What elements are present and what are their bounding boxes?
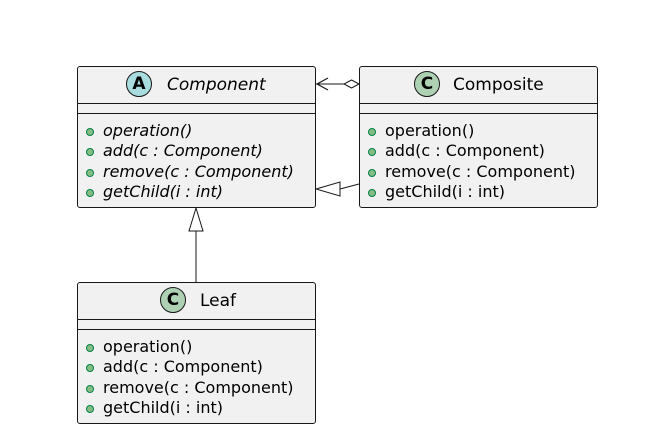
generalization-line-composite [339,183,360,190]
method-separator [78,113,315,114]
generalization-arrow-leaf [188,206,204,232]
public-visibility-icon [368,168,376,177]
attribute-separator [78,103,315,104]
public-visibility-icon [368,188,376,197]
method-item: remove(c : Component) [84,378,294,398]
public-visibility-icon [368,148,376,157]
component-method-list: operation() add(c : Component) remove(c … [84,121,294,202]
method-item: add(c : Component) [366,141,576,161]
aggregation-diamond [342,79,361,89]
leaf-class-header: C Leaf [78,283,315,319]
leaf-class-name: Leaf [200,291,237,311]
method-item: getChild(i : int) [84,182,294,202]
generalization-arrow-composite [314,181,341,197]
public-visibility-icon [86,128,94,136]
composite-method-list: operation() add(c : Component) remove(c … [366,121,576,202]
method-item: getChild(i : int) [366,182,576,202]
method-item: add(c : Component) [84,141,294,161]
attribute-separator [78,319,315,320]
attribute-separator [360,103,597,104]
class-badge-icon: C [160,287,186,313]
composite-class-header: C Composite [360,67,597,103]
leaf-class: C Leaf operation() add(c : Component) re… [77,282,316,424]
leaf-method-list: operation() add(c : Component) remove(c … [84,337,294,418]
class-badge-icon: C [414,71,440,97]
abstract-class-badge-icon: A [126,71,152,97]
composite-class: C Composite operation() add(c : Componen… [359,66,598,208]
component-class-name: Component [167,75,266,95]
method-item: operation() [366,121,576,141]
method-item: remove(c : Component) [84,162,294,182]
component-class-header: A Component [78,67,315,103]
method-item: getChild(i : int) [84,398,294,418]
public-visibility-icon [86,384,94,393]
method-item: add(c : Component) [84,357,294,377]
method-item: remove(c : Component) [366,162,576,182]
method-separator [78,329,315,330]
composite-class-name: Composite [453,75,544,95]
public-visibility-icon [86,168,94,177]
method-separator [360,113,597,114]
public-visibility-icon [86,344,94,352]
public-visibility-icon [86,148,94,157]
public-visibility-icon [86,188,94,197]
aggregation-arrowhead [315,77,329,91]
method-item: operation() [84,121,294,141]
public-visibility-icon [86,364,94,373]
public-visibility-icon [368,128,376,136]
component-class: A Component operation() add(c : Componen… [77,66,316,208]
public-visibility-icon [86,404,94,413]
method-item: operation() [84,337,294,357]
